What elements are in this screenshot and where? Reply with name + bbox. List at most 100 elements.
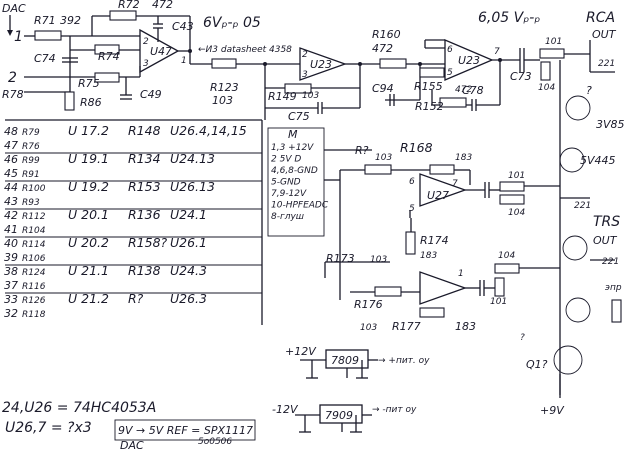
pin-opamp: U 17.2 [68, 123, 109, 138]
v3v85-label: 3V85 [596, 118, 625, 131]
r160-label: R160 [372, 28, 401, 41]
pin-resistor: R93 [22, 198, 40, 208]
lower-opamp-pin1: 1 [458, 269, 464, 279]
r176-value: 103 [360, 323, 377, 333]
v5v445-label: 5V445 [580, 154, 616, 167]
pin-resistor: R100 [22, 184, 46, 194]
r123-value: 103 [212, 94, 233, 107]
transistor-upper-pair [565, 297, 591, 323]
pin-opamp: U 21.1 [68, 263, 109, 278]
u27-pin5: 5 [409, 204, 415, 214]
u27-pin7: 7 [452, 179, 458, 189]
resistor-r72 [109, 10, 137, 21]
input-2-label: 2 [8, 70, 17, 86]
opamp-u23-b [444, 39, 494, 81]
pin-number: 44 [4, 181, 18, 194]
svg-text:3: 3 [302, 70, 308, 80]
c74-label: C74 [34, 52, 56, 65]
connector-m-label: M [288, 128, 298, 141]
pin-resistor-2: R153 [128, 179, 161, 194]
svg-text:1: 1 [181, 56, 187, 66]
epr-label: эпр [605, 283, 622, 293]
pin-opamp: U 21.2 [68, 291, 109, 306]
trs-out-label: OUT [593, 234, 618, 247]
note-dac: DAC [120, 439, 144, 451]
resistor-104-b [499, 194, 525, 205]
r173-label: R173 [326, 252, 355, 265]
rca-out-label: OUT [592, 28, 617, 41]
note-vref-box [114, 419, 256, 441]
r71-value: 392 [60, 14, 81, 27]
c221-label: 221 [598, 59, 615, 69]
trs-label: TRS [593, 214, 620, 230]
resistor-r152 [439, 97, 467, 108]
c75-label: C75 [288, 110, 310, 123]
pin-resistor: R116 [22, 282, 46, 292]
reg-p12-label: +12V [285, 345, 317, 358]
r149-value: 103 [302, 91, 319, 101]
u27-label: U27 [427, 189, 449, 202]
r152-label: R152 [415, 100, 444, 113]
pin-resistor: R104 [22, 226, 46, 236]
transistor-mid [559, 147, 585, 173]
pin-number: 45 [4, 167, 18, 180]
resistor-104-c [494, 263, 520, 274]
pin-resistor: R99 [22, 156, 40, 166]
pin-resistor: R118 [22, 310, 46, 320]
opamp-lower [419, 271, 467, 305]
r78-label: R78 [2, 88, 24, 101]
svg-text:5: 5 [447, 68, 453, 78]
reg-p-supply: → +пит. оу [378, 356, 430, 366]
connector-pin: 2 5V D [271, 155, 301, 165]
svg-text:2: 2 [143, 37, 149, 47]
u47-label: U47 [150, 45, 172, 58]
u27-pin6: 6 [409, 177, 415, 187]
pin-resistor: R114 [22, 240, 46, 250]
connector-m [267, 127, 325, 237]
pin-resistor: R126 [22, 296, 46, 306]
vpp-2: 6,05 Vₚ-ₚ [478, 10, 540, 26]
r123-label: R123 [210, 81, 239, 94]
c94-label: C94 [372, 82, 394, 95]
reg-m12-label: -12V [272, 403, 299, 416]
pin-switch: U26.4,14,15 [170, 123, 247, 138]
pin-resistor: R124 [22, 268, 46, 278]
pin-resistor: R91 [22, 170, 40, 180]
opamp-u47 [139, 28, 180, 74]
transistor-trs [562, 235, 588, 261]
r177-value: 183 [455, 320, 476, 333]
datasheet-note: ←И3 datasheet 4358 [198, 45, 292, 55]
pin-opamp: U 19.1 [68, 151, 109, 166]
pin-opamp: U 20.1 [68, 207, 109, 222]
r173-value: 103 [370, 255, 387, 265]
pin-number: 38 [4, 265, 18, 278]
resistor-r104 [540, 61, 551, 81]
r177-label: R177 [392, 320, 421, 333]
r104-label: 104 [538, 83, 555, 93]
c221b-label: 221 [574, 201, 591, 211]
r72-value: 472 [152, 0, 173, 11]
resistor-r177 [419, 307, 445, 318]
pin-opamp: U 19.2 [68, 179, 109, 194]
pin-opamp: U 20.2 [68, 235, 109, 250]
svg-text:?: ? [586, 84, 592, 97]
c73-label: C73 [510, 70, 532, 83]
pin-number: 37 [4, 279, 18, 292]
pin-switch: U26.13 [170, 179, 215, 194]
r71-label: R71 [34, 14, 56, 27]
r72-label: R72 [118, 0, 140, 11]
pin-number: 42 [4, 209, 18, 222]
opamp-u23-a [299, 47, 347, 81]
u23a-label: U23 [310, 58, 332, 71]
resistor-r160 [379, 58, 407, 69]
q1-label: Q1? [526, 358, 548, 371]
u23b-label: U23 [458, 54, 480, 67]
dac-label: DAC [2, 2, 26, 15]
r101b-label: 101 [508, 171, 525, 181]
resistor-r101 [539, 48, 565, 59]
r168-value: 183 [455, 153, 472, 163]
r176-label: R176 [354, 298, 383, 311]
r86-label: R86 [80, 96, 102, 109]
